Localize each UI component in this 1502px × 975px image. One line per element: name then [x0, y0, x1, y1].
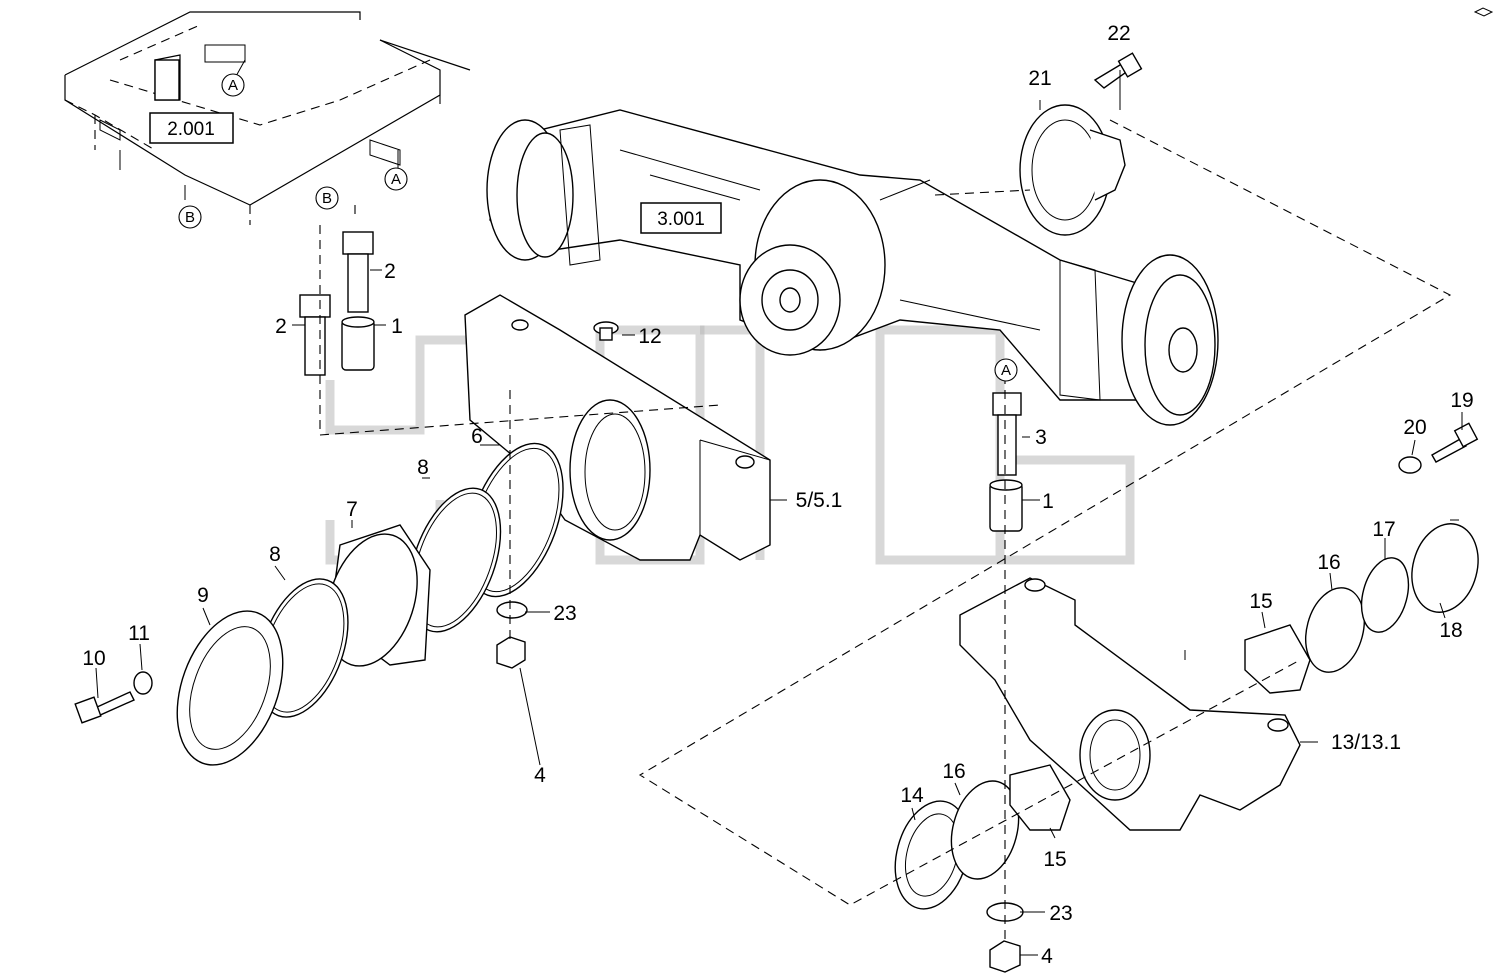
- frame-outline: [64, 11, 471, 225]
- circle-marker-a-2: A: [384, 167, 408, 191]
- callout-15-bottom: 15: [1043, 848, 1066, 871]
- callout-16-bottom: 16: [942, 760, 965, 783]
- callout-1-left: 1: [391, 315, 403, 338]
- callout-23-bottom: 23: [1049, 902, 1072, 925]
- reference-label-3001: 3.001: [657, 209, 705, 230]
- bracket-5: [464, 294, 771, 561]
- callout-23-left: 23: [553, 602, 576, 625]
- leader-lines: [95, 269, 1463, 956]
- callout-5-5-1: 5/5.1: [796, 489, 843, 512]
- callout-1-right: 1: [1042, 490, 1054, 513]
- callout-2-lower: 2: [275, 315, 287, 338]
- callout-7: 7: [346, 498, 358, 521]
- callout-6: 6: [471, 425, 483, 448]
- plug-12: [593, 321, 619, 341]
- seal-rings-left: [176, 442, 564, 766]
- circle-marker-a-3: A: [994, 358, 1018, 382]
- reference-label-2001: 2.001: [167, 119, 215, 140]
- callout-13-13-1: 13/13.1: [1331, 731, 1401, 754]
- circle-marker-a-1: A: [221, 73, 245, 97]
- circle-marker-b-1: B: [178, 205, 202, 229]
- callout-19: 19: [1450, 389, 1473, 412]
- callout-4-bottom: 4: [1041, 945, 1053, 968]
- callout-14: 14: [900, 784, 924, 807]
- circle-marker-b-2: B: [315, 186, 339, 210]
- callout-18: 18: [1439, 619, 1462, 642]
- callout-20: 20: [1403, 416, 1426, 439]
- svg-text:B: B: [185, 209, 195, 226]
- flange-21: [1019, 104, 1126, 236]
- callout-11: 11: [128, 622, 150, 645]
- assembly-lines: [319, 70, 1460, 940]
- svg-text:A: A: [228, 77, 238, 94]
- callout-4-left: 4: [534, 764, 546, 787]
- svg-text:B: B: [322, 190, 332, 207]
- washer-23-nut-4-left: [496, 601, 528, 669]
- reference-box-3001: 3.001: [640, 202, 722, 234]
- callout-8-upper: 8: [417, 456, 429, 479]
- callout-9: 9: [197, 584, 209, 607]
- bottom-parts: [894, 764, 1071, 973]
- callout-17: 17: [1372, 518, 1395, 541]
- callout-10: 10: [82, 647, 105, 670]
- callout-12: 12: [638, 325, 661, 348]
- axle-housing: [486, 109, 1219, 426]
- corner-marker: [1473, 7, 1494, 17]
- bolt-22: [1093, 52, 1143, 89]
- svg-text:A: A: [1001, 362, 1011, 379]
- callout-16-right: 16: [1317, 551, 1340, 574]
- bolts-2-and-bushing-1: [299, 231, 375, 376]
- bolt-3-bushing-1-right: [989, 392, 1023, 532]
- callout-labels: 22 21 2 2 1 12 6 8 7 8 9 11 10 23 4 5/5.…: [82, 22, 1473, 968]
- callout-21: 21: [1028, 67, 1051, 90]
- svg-text:A: A: [391, 171, 401, 188]
- callout-2-upper: 2: [384, 260, 396, 283]
- right-small-parts: [1244, 422, 1479, 694]
- arm-13: [959, 577, 1301, 831]
- callout-3: 3: [1035, 426, 1047, 449]
- callout-15-right: 15: [1249, 590, 1272, 613]
- reference-box-2001: 2.001: [149, 112, 234, 144]
- callout-8-lower: 8: [269, 543, 281, 566]
- callout-22: 22: [1107, 22, 1130, 45]
- bolt-10-washer-11: [74, 671, 153, 724]
